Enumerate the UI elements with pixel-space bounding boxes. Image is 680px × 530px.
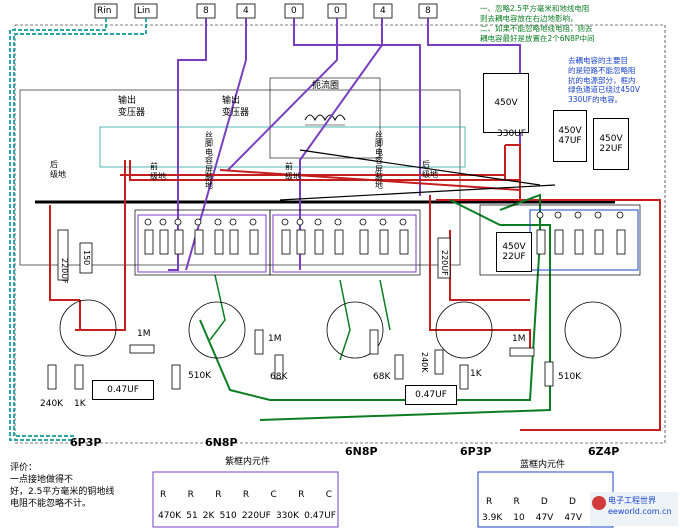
blue-value: 3.9K xyxy=(482,513,503,523)
blue-type: D xyxy=(569,497,576,507)
terminal-0-left: 0 xyxy=(291,6,297,16)
blue-type: D xyxy=(540,497,548,507)
purple-value: 330K xyxy=(275,511,300,521)
purple-value: 0.47UF xyxy=(304,511,336,521)
purple-type: R xyxy=(160,490,167,500)
evaluation-note: 评价： 一点接地做得不 好，2.5平方毫米的铜地线 电阻不能忽略不计。 xyxy=(10,463,115,510)
output-transformer-label-1: 输出 变压器 xyxy=(118,96,146,118)
tube-label-6z4p: 6Z4P xyxy=(588,445,620,458)
choke-label: 扼流圈 xyxy=(312,81,340,91)
purple-type: R xyxy=(187,490,194,500)
top-note: 一、忽略2.5平方毫米和地线电阻 则去耦电容放在右边地影响， 二、如果不能忽略地… xyxy=(480,4,595,44)
capacitor-220uf-right-label: 220UF xyxy=(440,250,449,276)
tube-label-6p3p-right: 6P3P xyxy=(460,445,492,458)
watermark-logo-icon xyxy=(592,496,606,510)
terminal-lin: Lin xyxy=(137,6,151,16)
capacitor-047uf-left: 0.47UF xyxy=(92,380,154,400)
terminal-0-right: 0 xyxy=(334,6,340,16)
shield-ground-label-2: 丝 脚 电 容 屏 蔽 地 xyxy=(375,131,383,191)
resistor-68k-a: 68K xyxy=(270,372,288,382)
shield-ground-label-1: 丝 脚 电 容 屏 蔽 地 xyxy=(205,131,213,191)
purple-type: C xyxy=(325,490,332,500)
purple-legend-types: R R R R C R C xyxy=(160,490,332,500)
tube-label-6n8p-right: 6N8P xyxy=(345,445,378,458)
capacitor-450v-47uf: 450V 47UF xyxy=(553,110,587,162)
tube-label-6p3p-left: 6P3P xyxy=(70,436,102,449)
blue-legend-types: R R D D xyxy=(486,497,576,507)
resistor-1m-a: 1M xyxy=(137,329,151,339)
capacitor-330uf-label: 330UF xyxy=(497,129,526,139)
watermark-text: 电子工程世界 eeworld.com.cn xyxy=(608,496,672,517)
resistor-68k-b: 68K xyxy=(373,372,391,382)
eeworld-watermark: 电子工程世界 eeworld.com.cn xyxy=(590,492,678,526)
resistor-1m-b: 1M xyxy=(268,334,282,344)
blue-type: R xyxy=(486,497,493,507)
purple-value: 510 xyxy=(219,511,237,521)
capacitor-220uf-left-label: 220UF xyxy=(60,258,69,284)
resistor-510k-a: 510K xyxy=(188,371,212,381)
capacitor-450v-22uf-board: 450V 22UF xyxy=(496,232,532,272)
purple-legend-values: 470K 51 2K 510 220UF 330K 0.47UF xyxy=(158,511,336,521)
resistor-1k-a: 1K xyxy=(74,399,86,409)
blue-value: 47V xyxy=(564,513,582,523)
capacitor-450v-22uf-top: 450V 22UF xyxy=(593,118,629,170)
purple-value: 51 xyxy=(186,511,198,521)
tube-label-6n8p-left: 6N8P xyxy=(205,436,238,449)
blue-legend-title: 蓝框内元件 xyxy=(520,460,566,470)
purple-type: R xyxy=(242,490,250,500)
resistor-150-label: 150 xyxy=(82,250,91,266)
blue-type: R xyxy=(513,497,520,507)
purple-type: C xyxy=(270,490,277,500)
capacitor-047uf-right: 0.47UF xyxy=(405,385,457,405)
resistor-1m-c: 1M xyxy=(512,334,526,344)
purple-type: R xyxy=(298,490,305,500)
terminal-rin: Rin xyxy=(97,6,112,16)
terminal-4-left: 4 xyxy=(243,6,249,16)
terminal-4-right: 4 xyxy=(380,6,386,16)
resistor-1k-b: 1K xyxy=(470,369,482,379)
right-note: 去耦电容的主要目 的是短路不能忽略阻 抗的电源部分，框内 绿色通道已绕过450V… xyxy=(568,56,640,104)
resistor-510k-b: 510K xyxy=(558,372,582,382)
output-transformer-label-2: 输出 变压器 xyxy=(222,96,250,118)
front-ground-label-2: 前 级地 xyxy=(285,162,301,181)
terminal-8-right: 8 xyxy=(425,6,431,16)
purple-value: 220UF xyxy=(241,511,271,521)
purple-type: R xyxy=(215,490,222,500)
resistor-240k-a: 240K xyxy=(40,399,64,409)
front-ground-label-1: 前 级地 xyxy=(150,162,166,181)
blue-value: 10 xyxy=(513,513,525,523)
resistor-240k-b: 240K xyxy=(420,352,429,373)
terminal-8-left: 8 xyxy=(203,6,209,16)
purple-value: 470K xyxy=(158,511,182,521)
purple-legend-title: 紫框内元件 xyxy=(225,457,271,467)
rear-ground-label: 后 级地 xyxy=(50,160,66,179)
rear-ground-label-2: 后 级地 xyxy=(422,160,438,179)
purple-value: 2K xyxy=(202,511,215,521)
capacitor-450v-top: 450V xyxy=(483,73,529,133)
blue-legend-values: 3.9K 10 47V 47V xyxy=(482,513,582,523)
blue-value: 47V xyxy=(535,513,554,523)
